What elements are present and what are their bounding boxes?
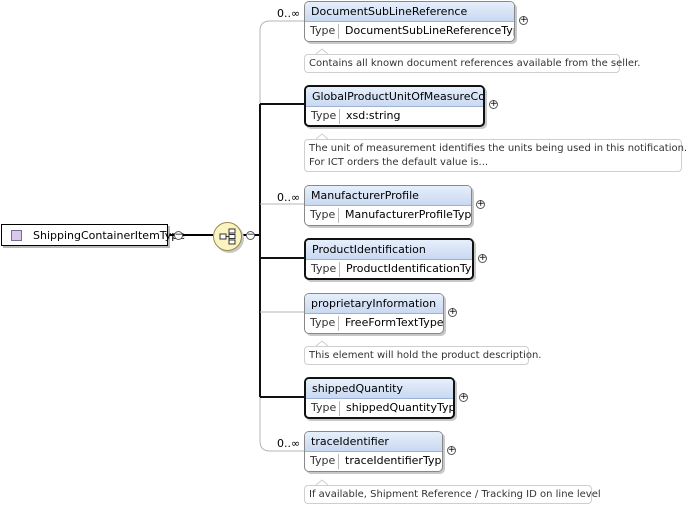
expand-document-sub-line-reference-button[interactable]: + xyxy=(519,15,528,25)
type-label: Type xyxy=(310,454,336,467)
type-value: shippedQuantityType xyxy=(346,401,455,414)
element-document-sub-line-reference[interactable]: DocumentSubLineReference Type DocumentSu… xyxy=(304,1,515,42)
type-label: Type xyxy=(311,109,337,122)
occurrence-label: 0..∞ xyxy=(277,191,301,204)
element-type-row: Type ManufacturerProfileType xyxy=(305,206,471,225)
type-value: xsd:string xyxy=(346,109,401,122)
annotation-line: For ICT orders the default value is... xyxy=(309,157,489,168)
type-label: Type xyxy=(310,316,336,329)
annotation-trace-identifier: If available, Shipment Reference / Track… xyxy=(304,485,601,504)
complex-type-icon xyxy=(11,230,22,241)
element-name: ProductIdentification xyxy=(306,240,472,260)
element-proprietary-information[interactable]: proprietaryInformation Type FreeFormText… xyxy=(304,293,444,334)
type-value: FreeFormTextType xyxy=(345,316,444,329)
collapse-sequence-button[interactable]: − xyxy=(246,230,255,240)
annotation-line: Contains all known document references a… xyxy=(309,58,641,69)
expand-global-product-unit-of-measure-code-button[interactable]: + xyxy=(489,99,498,109)
sequence-icon xyxy=(219,228,236,245)
element-trace-identifier[interactable]: traceIdentifier Type traceIdentifierType xyxy=(304,431,443,472)
element-manufacturer-profile[interactable]: ManufacturerProfile Type ManufacturerPro… xyxy=(304,185,472,226)
trunk-bottom-optional xyxy=(259,397,304,452)
element-name: ManufacturerProfile xyxy=(305,186,471,206)
element-type-row: Type shippedQuantityType xyxy=(306,399,455,417)
element-type-row: Type FreeFormTextType xyxy=(305,314,443,333)
expand-product-identification-button[interactable]: + xyxy=(478,253,487,263)
note-pointer xyxy=(315,133,329,140)
annotation-global-product-unit-of-measure-code: The unit of measurement identifies the u… xyxy=(304,139,688,172)
annotation-line: If available, Shipment Reference / Track… xyxy=(309,489,601,500)
element-name: traceIdentifier xyxy=(305,432,442,452)
type-label: Type xyxy=(311,401,337,414)
expand-shipped-quantity-button[interactable]: + xyxy=(459,392,468,402)
root-type-label: ShippingContainerItemType xyxy=(33,229,186,242)
element-type-row: Type xsd:string xyxy=(306,107,483,125)
expand-trace-identifier-button[interactable]: + xyxy=(447,445,456,455)
element-product-identification[interactable]: ProductIdentification Type ProductIdenti… xyxy=(304,238,474,280)
element-name: proprietaryInformation xyxy=(305,294,443,314)
type-value: ProductIdentificationType xyxy=(346,262,474,275)
occurrence-label: 0..∞ xyxy=(277,437,301,450)
element-shipped-quantity[interactable]: shippedQuantity Type shippedQuantityType xyxy=(304,377,455,419)
element-type-row: Type traceIdentifierType xyxy=(305,452,442,471)
note-pointer xyxy=(315,48,329,55)
element-name: shippedQuantity xyxy=(306,379,453,399)
element-global-product-unit-of-measure-code[interactable]: GlobalProductUnitOfMeasureCode Type xsd:… xyxy=(304,85,485,127)
type-label: Type xyxy=(310,208,336,221)
note-pointer xyxy=(315,340,329,347)
type-value: traceIdentifierType xyxy=(345,454,443,467)
sequence-compositor[interactable] xyxy=(213,222,242,251)
expand-manufacturer-profile-button[interactable]: + xyxy=(476,199,485,209)
type-label: Type xyxy=(311,262,337,275)
element-name: DocumentSubLineReference xyxy=(305,2,514,22)
annotation-line: The unit of measurement identifies the u… xyxy=(309,143,688,154)
annotation-line: This element will hold the product descr… xyxy=(309,350,542,361)
type-label: Type xyxy=(310,24,336,37)
type-value: ManufacturerProfileType xyxy=(345,208,472,221)
note-pointer xyxy=(315,479,329,486)
trunk-top-optional xyxy=(259,20,304,104)
element-type-row: Type ProductIdentificationType xyxy=(306,260,474,278)
collapse-root-button[interactable]: − xyxy=(174,230,183,240)
element-name: GlobalProductUnitOfMeasureCode xyxy=(306,87,483,107)
annotation-document-sub-line-reference: Contains all known document references a… xyxy=(304,54,641,73)
type-value: DocumentSubLineReferenceType xyxy=(345,24,515,37)
occurrence-label: 0..∞ xyxy=(277,7,301,20)
root-type-box[interactable]: ShippingContainerItemType xyxy=(1,224,185,246)
annotation-proprietary-information: This element will hold the product descr… xyxy=(304,346,542,365)
expand-proprietary-information-button[interactable]: + xyxy=(448,307,457,317)
element-type-row: Type DocumentSubLineReferenceType xyxy=(305,22,514,41)
